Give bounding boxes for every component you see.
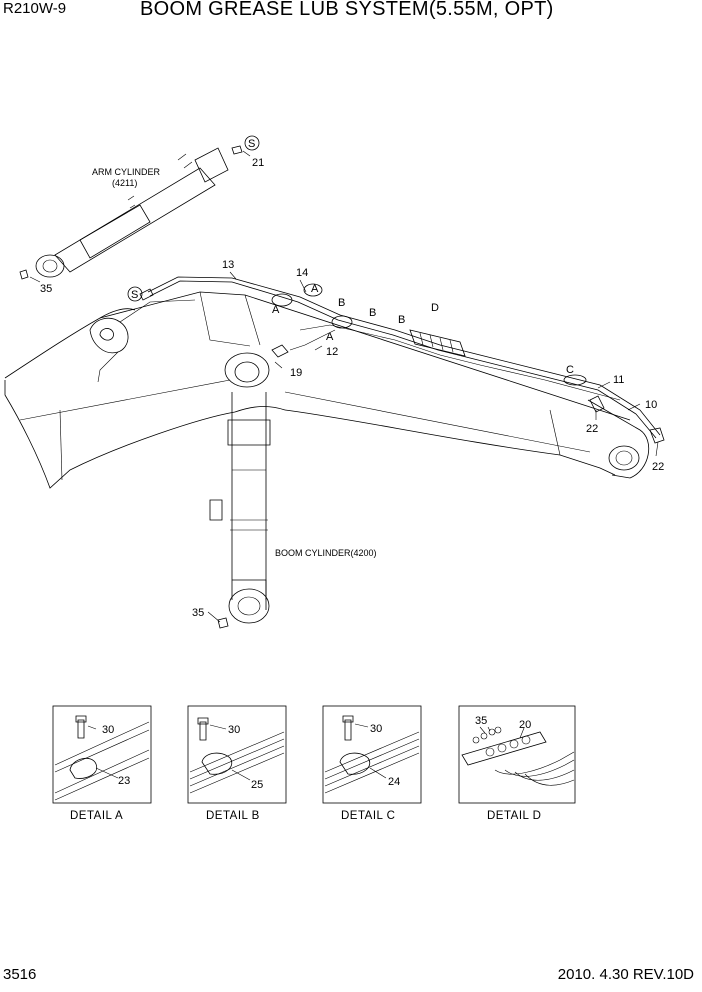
detail-d-label: DETAIL D: [487, 810, 541, 822]
marker-b2: B: [369, 307, 376, 319]
s-label-arm: S: [248, 138, 255, 150]
callout-12: 12: [326, 346, 338, 358]
callout-19: 19: [290, 367, 302, 379]
detail-a-part-23: 23: [118, 775, 130, 787]
detail-b-part-25: 25: [251, 779, 263, 791]
s-marker-boom: [127, 286, 143, 302]
s-marker-arm: [244, 135, 260, 151]
boom-structure: [4, 291, 649, 489]
marker-a2: A: [311, 283, 319, 295]
callout-35a: 35: [40, 283, 52, 295]
callout-22b: 22: [652, 461, 664, 473]
marker-b1: B: [338, 297, 345, 309]
detail-d: 35 20: [458, 705, 576, 804]
s-label-boom: S: [131, 289, 138, 301]
marker-b3: B: [398, 314, 405, 326]
leader-lines: [29, 150, 659, 623]
arm-cylinder-code: (4211): [112, 178, 137, 188]
detail-b: 30 25: [187, 705, 287, 804]
detail-c-label: DETAIL C: [341, 810, 395, 822]
boom-cylinder: [209, 392, 271, 629]
marker-a1: A: [272, 304, 280, 316]
marker-d: D: [431, 302, 439, 314]
detail-b-label: DETAIL B: [206, 810, 260, 822]
callout-11: 11: [613, 374, 624, 386]
detail-c-part-24: 24: [388, 776, 400, 788]
detail-a: 30 23: [52, 705, 152, 804]
detail-c-part-30: 30: [370, 723, 382, 735]
callout-14: 14: [296, 267, 308, 279]
boom-cylinder-label: BOOM CYLINDER(4200): [275, 548, 377, 558]
callout-21: 21: [252, 157, 264, 169]
marker-a3: A: [326, 331, 334, 343]
detail-a-part-30: 30: [102, 724, 114, 736]
detail-d-part-20: 20: [519, 719, 531, 731]
marker-c: C: [566, 364, 574, 376]
page-title: BOOM GREASE LUB SYSTEM(5.55M, OPT): [140, 0, 554, 20]
model-code: R210W-9: [3, 0, 67, 17]
callout-10: 10: [645, 399, 657, 411]
revision-date: 2010. 4.30 REV.10D: [557, 966, 694, 983]
callout-13: 13: [222, 259, 234, 271]
grease-lines: [139, 276, 665, 444]
detail-c: 30 24: [322, 705, 422, 804]
detail-b-part-30: 30: [228, 724, 240, 736]
detail-a-label: DETAIL A: [70, 810, 123, 822]
arm-cylinder: [19, 145, 243, 280]
callout-22a: 22: [586, 423, 598, 435]
callout-35b: 35: [192, 607, 204, 619]
page-number: 3516: [3, 966, 37, 983]
detail-d-part-35: 35: [475, 715, 487, 727]
arm-cylinder-label: ARM CYLINDER: [92, 167, 161, 177]
